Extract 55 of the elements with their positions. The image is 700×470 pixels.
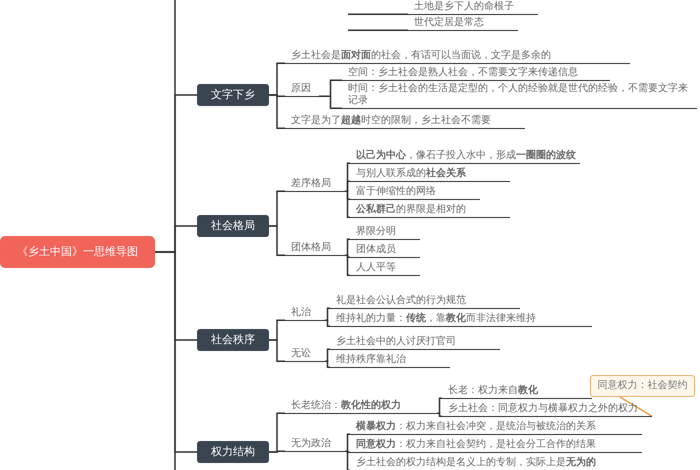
branch-topic: 文字下乡 xyxy=(197,84,269,106)
branch-topic: 权力结构 xyxy=(197,441,269,463)
connector-line xyxy=(155,251,197,453)
subtopic-text: 乡土社会：同意权力与横暴权力之外的权力 xyxy=(442,403,652,417)
subtopic-text: 公私群己的界限是相对的 xyxy=(350,204,510,218)
subtopic-text: 维持秩序靠礼治 xyxy=(330,354,450,368)
subtopic-text: 长老统治：教化性的权力 xyxy=(285,400,437,414)
connector-line xyxy=(437,412,442,417)
connector-line xyxy=(345,238,350,256)
subtopic-text: 横暴权力：权力来自社会冲突，是统治与被统治的关系 xyxy=(350,421,642,435)
connector-line xyxy=(325,348,330,362)
connector-line xyxy=(345,190,350,218)
connector-line xyxy=(345,434,350,452)
subtopic-text: 乡土社会是面对面的社会，有话可以当面说，文字是多余的 xyxy=(285,50,630,64)
subtopic-text: 乡土社会中的人讨厌打官司 xyxy=(330,336,500,350)
subtopic-text: 礼治 xyxy=(285,307,325,321)
connector-line xyxy=(345,450,350,470)
subtopic-text: 礼是社会公认合式的行为规范 xyxy=(330,295,520,309)
subtopic-text: 无讼 xyxy=(285,348,325,362)
connector-line xyxy=(269,94,285,129)
branch-topic: 社会格局 xyxy=(197,215,269,237)
subtopic-text: 文字是为了超越时空的限制，乡土社会不需要 xyxy=(285,115,525,129)
subtopic-text: 同意权力：权力来自社会契约，是社会分工合作的结果 xyxy=(350,439,642,453)
subtopic-text: 世代定居是常态 xyxy=(408,17,518,31)
subtopic-text: 时间：乡土社会的生活是定型的，个人的经验就是世代的经验，不需要文字来记录 xyxy=(342,83,697,109)
callout-note: 同意权力：社会契约 xyxy=(590,375,695,397)
subtopic-text: 空间：乡土社会是熟人社会，不需要文字来传递信息 xyxy=(342,67,610,81)
subtopic-text: 原因 xyxy=(285,83,319,97)
connector-line xyxy=(348,30,408,31)
leader-line xyxy=(620,396,652,417)
connector-line xyxy=(345,254,350,276)
subtopic-text: 乡土社会的权力结构是名义上的专制，实际上是无为的 xyxy=(350,457,642,470)
subtopic-text: 土地是乡下人的命根子 xyxy=(408,1,538,15)
subtopic-text: 富于伸缩性的网络 xyxy=(350,186,480,200)
subtopic-text: 差序格局 xyxy=(285,178,345,192)
subtopic-text: 团体成员 xyxy=(350,244,420,258)
subtopic-text: 人人平等 xyxy=(350,262,420,276)
connector-line xyxy=(269,339,285,362)
subtopic-text: 团体格局 xyxy=(285,242,345,256)
branch-topic: 社会秩序 xyxy=(197,329,269,351)
connector-line xyxy=(437,398,442,414)
subtopic-text: 与别人联系成的社会关系 xyxy=(350,168,510,182)
connector-line xyxy=(269,225,285,256)
subtopic-text: 无为政治 xyxy=(285,438,345,452)
connector-line xyxy=(269,450,285,453)
subtopic-text: 界限分明 xyxy=(350,226,420,240)
connector-line xyxy=(325,360,330,368)
connector-line xyxy=(325,308,330,321)
connector-line xyxy=(345,180,350,192)
root-topic: 《乡土中国》一思维导图 xyxy=(0,236,155,268)
connector-line xyxy=(319,96,342,109)
subtopic-text: 以己为中心，像石子投入水中，形成一圈圈的波纹 xyxy=(350,150,580,164)
subtopic-text: 维持礼的力量：传统，靠教化而非法律来维持 xyxy=(330,313,592,327)
connector-line xyxy=(348,14,408,15)
connector-line xyxy=(325,320,330,327)
